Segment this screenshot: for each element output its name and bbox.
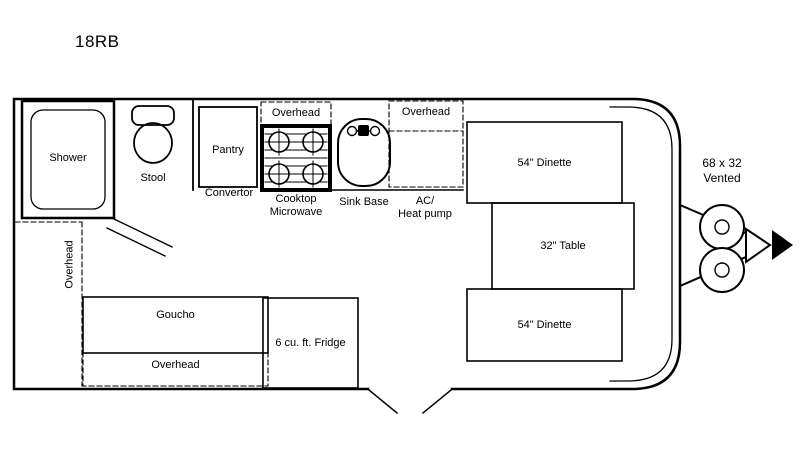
wall-overhead-label: Overhead (63, 240, 76, 289)
entry-door-icon (367, 388, 453, 415)
stool-icon (131, 105, 175, 164)
propane-tanks-icon (699, 204, 745, 293)
model-title: 18RB (75, 32, 120, 51)
trailer-outline (12, 97, 682, 391)
overhead-left-label: Overhead (271, 107, 321, 119)
dinette-rear-box (466, 288, 623, 362)
goucho-box (82, 296, 269, 354)
table-label: 32" Table (540, 240, 586, 252)
shower-pan (30, 109, 106, 210)
hitch-arrow-icon (772, 230, 793, 260)
cooktop-microwave-label: Cooktop Microwave (269, 193, 323, 218)
goucho-label: Goucho (156, 309, 195, 321)
sink-icon (337, 118, 391, 187)
dinette-rear-label: 54" Dinette (517, 319, 572, 331)
convertor-label: Convertor (204, 187, 254, 199)
cooktop-icon (260, 124, 332, 192)
bath-door-line (106, 218, 173, 257)
ac-heat-pump-label: AC/ Heat pump (398, 195, 452, 220)
overhead-cabinet-right-dashed (388, 100, 464, 188)
fridge-box (262, 297, 359, 389)
vent-size-label: 68 x 32 Vented (702, 156, 742, 185)
sink-base-label: Sink Base (339, 196, 389, 208)
fridge-label: 6 cu. ft. Fridge (275, 337, 346, 349)
shower-outline (20, 99, 116, 220)
dinette-front-label: 54" Dinette (517, 157, 572, 169)
wall-overhead-dashed (14, 221, 83, 387)
hitch-coupler-icon (745, 227, 772, 264)
stool-label: Stool (140, 172, 166, 184)
trailer-inner-wall (609, 106, 673, 382)
goucho-overhead-dashed (82, 352, 269, 387)
pantry-box (198, 106, 258, 188)
goucho-overhead-label: Overhead (151, 359, 200, 371)
shower-label: Shower (49, 152, 87, 164)
overhead-right-label: Overhead (401, 106, 451, 118)
pantry-label: Pantry (212, 144, 244, 156)
